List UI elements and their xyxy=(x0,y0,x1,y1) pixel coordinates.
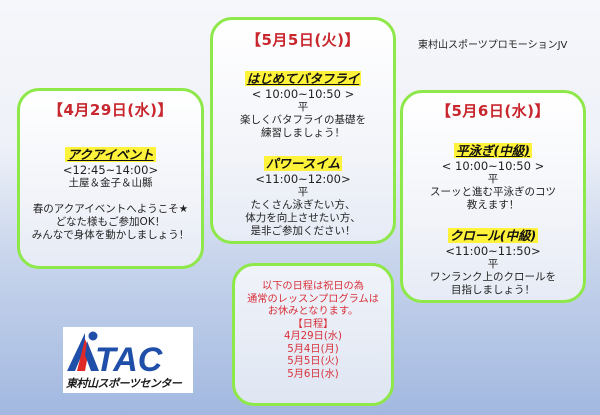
lesson-block: アクアイベント <12:45~14:00> 土屋＆金子＆山縣 春のアクアイベント… xyxy=(20,144,201,242)
notice-line: 以下の日程は祝日の為 xyxy=(262,281,364,292)
lesson-description: 楽しくバタフライの基礎を xyxy=(240,114,366,126)
lesson-description: どなた様もご参加OK！ xyxy=(55,216,166,228)
lesson-time: < 10:00~10:50 > xyxy=(251,87,355,101)
lesson-block: 平泳ぎ(中級) < 10:00~10:50 > 平 スーッと進む平泳ぎのコツ 教… xyxy=(403,140,583,212)
holiday-date: 5月6日(水) xyxy=(287,368,339,380)
schedule-card-may6: 【5月6日(水)】 平泳ぎ(中級) < 10:00~10:50 > 平 スーッと… xyxy=(400,90,586,303)
lesson-description: みんなで身体を動かしましょう！ xyxy=(31,229,190,241)
lesson-block: はじめてバタフライ < 10:00~10:50 > 平 楽しくバタフライの基礎を… xyxy=(213,68,393,140)
swimmer-logo-icon: TAC xyxy=(67,331,163,377)
holiday-date: 4月29日(水) xyxy=(284,331,342,342)
organization-label: 東村山スポーツプロモーションJV xyxy=(418,40,568,51)
lesson-description: スーッと進む平泳ぎのコツ xyxy=(430,186,556,198)
schedule-card-apr29: 【4月29日(水)】 アクアイベント <12:45~14:00> 土屋＆金子＆山… xyxy=(17,88,204,269)
logo-name: 東村山スポーツセンター xyxy=(66,377,182,390)
lesson-name: パワースイム xyxy=(263,156,343,171)
holiday-date: 5月5日(火) xyxy=(287,356,339,367)
lesson-description: 目指しましょう！ xyxy=(451,284,535,296)
lesson-name: クロール(中級) xyxy=(447,228,539,243)
lesson-time: <11:00~11:50> xyxy=(445,244,541,258)
holiday-date: 5月4日(月) xyxy=(287,343,339,355)
lesson-description: 体力を向上させたい方、 xyxy=(245,212,361,224)
card-date-title: 【5月5日(火)】 xyxy=(245,31,361,49)
lesson-instructor: 土屋＆金子＆山縣 xyxy=(68,177,153,189)
tac-logo: TAC 東村山スポーツセンター xyxy=(63,327,193,393)
holiday-notice-card: 以下の日程は祝日の為 通常のレッスンプログラムは お休みとなります。 【日程】 … xyxy=(232,263,394,406)
lesson-block: パワースイム <11:00~12:00> 平 たくさん泳ぎたい方、 体力を向上さ… xyxy=(213,153,393,238)
notice-line: 通常のレッスンプログラムは xyxy=(247,293,379,305)
lesson-instructor: 平 xyxy=(487,173,499,185)
lesson-description: たくさん泳ぎたい方、 xyxy=(250,199,356,211)
lesson-instructor: 平 xyxy=(487,258,499,270)
notice-line: お休みとなります。 xyxy=(267,306,359,317)
lesson-block: クロール(中級) <11:00~11:50> 平 ワンランク上のクロールを 目指… xyxy=(403,225,583,297)
lesson-name: アクアイベント xyxy=(65,147,156,162)
lesson-description: 是非ご参加ください！ xyxy=(250,225,356,237)
notice-line: 【日程】 xyxy=(292,318,334,330)
lesson-description: 春のアクアイベントへようこそ★ xyxy=(32,203,189,215)
card-date-title: 【5月6日(水)】 xyxy=(435,102,551,120)
schedule-card-may5: 【5月5日(火)】 はじめてバタフライ < 10:00~10:50 > 平 楽し… xyxy=(210,17,396,244)
lesson-time: <12:45~14:00> xyxy=(62,163,159,177)
lesson-time: <11:00~12:00> xyxy=(255,172,351,186)
lesson-instructor: 平 xyxy=(297,101,309,113)
lesson-description: ワンランク上のクロールを xyxy=(430,271,556,283)
svg-text:TAC: TAC xyxy=(95,341,163,377)
lesson-instructor: 平 xyxy=(297,186,309,198)
lesson-description: 教えます！ xyxy=(466,199,520,211)
lesson-name: はじめてバタフライ xyxy=(244,71,362,86)
lesson-description: 練習しましょう！ xyxy=(261,127,345,139)
lesson-name: 平泳ぎ(中級) xyxy=(454,143,532,158)
lesson-time: < 10:00~10:50 > xyxy=(441,159,545,173)
card-date-title: 【4月29日(水)】 xyxy=(47,101,174,119)
